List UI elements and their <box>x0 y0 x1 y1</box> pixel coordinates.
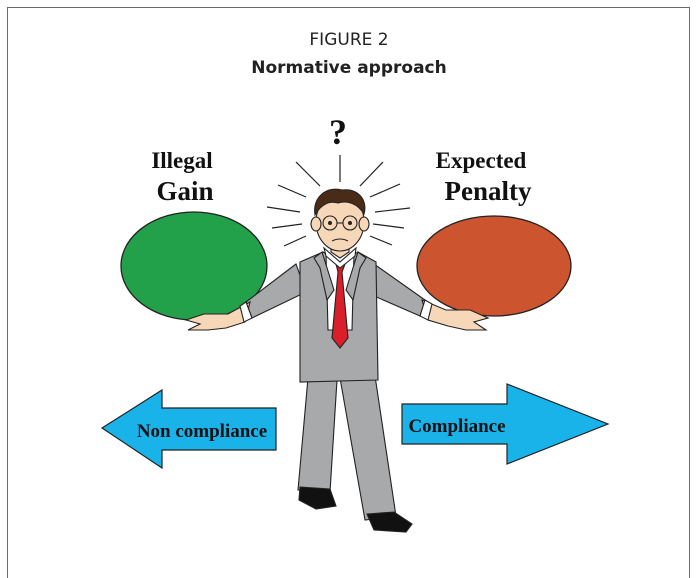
compliance-label: Compliance <box>408 416 505 437</box>
confused-man-illustration <box>184 188 490 533</box>
figure-frame <box>7 7 690 578</box>
expected-penalty-ellipse <box>416 215 572 317</box>
non-compliance-arrow <box>100 388 277 470</box>
compliance-arrow <box>401 383 610 465</box>
confusion-rays <box>266 155 411 247</box>
expected-label: Expected <box>436 148 527 173</box>
illegal-label: Illegal <box>151 148 212 173</box>
figure-title: Normative approach <box>251 58 447 78</box>
gain-label: Gain <box>156 176 213 206</box>
non-compliance-label: Non compliance <box>137 421 267 442</box>
penalty-label: Penalty <box>445 176 532 206</box>
figure-label: FIGURE 2 <box>309 30 389 50</box>
question-mark: ? <box>329 112 347 152</box>
